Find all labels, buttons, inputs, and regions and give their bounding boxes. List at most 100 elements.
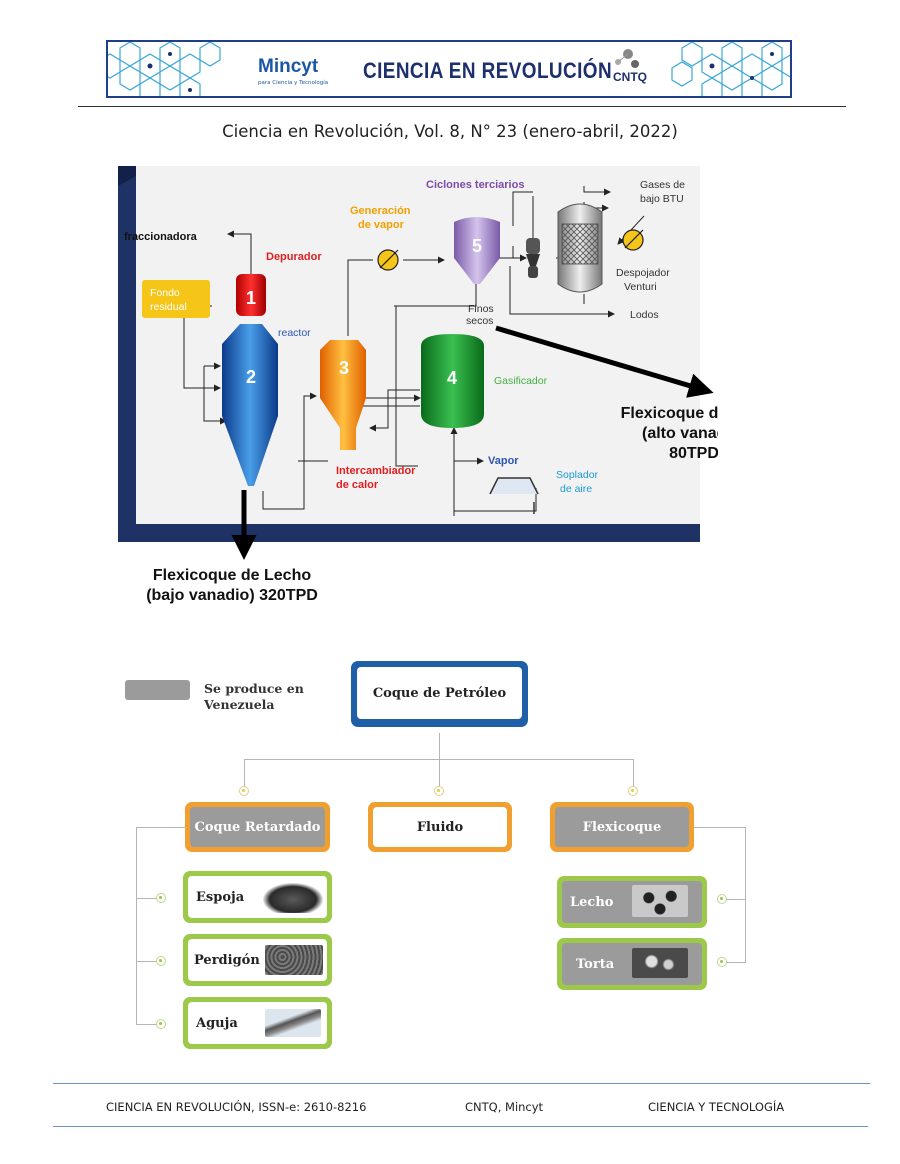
- small-cyclone-icon: [526, 238, 540, 278]
- label-depurador: Depurador: [266, 251, 322, 263]
- fondo-residual-box: Fondo residual: [142, 280, 210, 318]
- tree-connector: [136, 898, 158, 899]
- connector-dot: [156, 956, 166, 966]
- vessel-4-gasificador: 4: [421, 334, 484, 428]
- label-soplador-2: de aire: [560, 483, 592, 495]
- label-generacion-vapor-2: de vapor: [358, 219, 405, 231]
- leaf-torta: Torta: [557, 938, 707, 990]
- label-lodos: Lodos: [630, 309, 659, 321]
- root-node: Coque de Petróleo: [351, 661, 528, 727]
- header-divider: [78, 106, 846, 107]
- label-intercambiador-1: Intercambiador: [336, 465, 416, 477]
- branch-flexicoque-label: Flexicoque: [582, 819, 662, 835]
- legend-swatch: [125, 680, 190, 700]
- svg-text:residual: residual: [150, 301, 187, 313]
- legend-text-1: Se produce en: [204, 681, 304, 696]
- label-soplador-1: Soplador: [556, 469, 599, 481]
- connector-dot: [717, 894, 727, 904]
- espoja-coke-photo: [263, 883, 323, 913]
- branch-fluido: Fluido: [368, 802, 512, 852]
- label-ciclones-terciarios: Ciclones terciarios: [426, 179, 524, 191]
- root-node-label: Coque de Petróleo: [372, 685, 507, 701]
- tree-connector: [726, 899, 746, 900]
- leaf-perdigon-label: Perdigón: [194, 952, 260, 968]
- connector-dot: [156, 1019, 166, 1029]
- svg-text:2: 2: [246, 367, 256, 387]
- vessel-3-intercambiador: 3: [320, 340, 366, 450]
- tree-connector: [244, 759, 634, 760]
- hexagon-pattern-decoration: [108, 42, 790, 96]
- svg-text:5: 5: [472, 236, 482, 256]
- label-generacion-vapor-1: Generación: [350, 205, 411, 217]
- footer-top-rule: [53, 1083, 870, 1084]
- torta-output-arrow: [495, 325, 714, 398]
- diagram-frame: [118, 166, 700, 542]
- leaf-torta-label: Torta: [576, 956, 615, 972]
- branch-flexicoque: Flexicoque: [550, 802, 694, 852]
- leaf-lecho-label: Lecho: [570, 894, 614, 910]
- journal-banner: Mincyt para Ciencia y Tecnología CIENCIA…: [106, 40, 792, 98]
- connector-dot: [628, 786, 638, 796]
- leaf-espoja-label: Espoja: [196, 889, 245, 905]
- label-finos-1: Finos: [468, 303, 494, 315]
- footer-bottom-rule: [53, 1126, 868, 1127]
- vessel-1-depurador: 1: [236, 274, 266, 316]
- svg-text:Fondo: Fondo: [150, 287, 180, 299]
- lecho-coke-photo: [632, 885, 688, 917]
- connector-dot: [156, 893, 166, 903]
- tree-connector: [136, 827, 137, 1024]
- flexicoking-process-diagram: 1 2 3 4 5 Fondo: [118, 166, 718, 604]
- torta-label-3: 80TPD: [669, 445, 718, 462]
- mincyt-logo-subtitle: para Ciencia y Tecnología: [258, 80, 329, 86]
- svg-text:3: 3: [339, 358, 349, 378]
- torta-coke-photo: [632, 948, 688, 978]
- leaf-perdigon: Perdigón: [183, 934, 332, 986]
- label-fraccionadora: fraccionadora: [124, 231, 198, 243]
- footer-center: CNTQ, Mincyt: [465, 1100, 544, 1114]
- tree-connector: [745, 827, 746, 963]
- svg-text:1: 1: [246, 288, 256, 308]
- connector-dot: [239, 786, 249, 796]
- label-vapor: Vapor: [488, 455, 519, 467]
- blower-icon: [489, 477, 539, 514]
- label-despojador-2: Venturi: [624, 281, 657, 293]
- valve-icon: [377, 229, 644, 271]
- tree-connector: [694, 827, 746, 828]
- citation-line: Ciencia en Revolución, Vol. 8, N° 23 (en…: [222, 122, 678, 141]
- footer-left: CIENCIA EN REVOLUCIÓN, ISSN-e: 2610-8216: [106, 1100, 367, 1114]
- leaf-lecho: Lecho: [557, 876, 707, 928]
- leaf-espoja: Espoja: [183, 871, 332, 923]
- lecho-label-1: Flexicoque de Lecho: [153, 567, 311, 584]
- tree-connector: [136, 827, 186, 828]
- label-finos-2: secos: [466, 315, 493, 327]
- perdigon-coke-photo: [265, 945, 323, 975]
- tree-connector: [439, 759, 440, 786]
- svg-text:4: 4: [447, 368, 457, 388]
- tree-connector: [726, 962, 746, 963]
- leaf-aguja: Aguja: [183, 997, 332, 1049]
- label-reactor: reactor: [278, 327, 311, 339]
- tree-connector: [136, 961, 158, 962]
- aguja-coke-photo: [265, 1009, 321, 1037]
- branch-fluido-label: Fluido: [416, 819, 464, 835]
- tree-connector: [439, 733, 440, 759]
- torta-label-1: Flexicoque de torta: [621, 405, 718, 422]
- label-gasificador: Gasificador: [494, 375, 548, 387]
- branch-coque-retardado-label: Coque Retardado: [194, 819, 321, 835]
- tree-connector: [244, 759, 245, 786]
- tree-connector: [633, 759, 634, 786]
- mincyt-logo: Mincyt: [258, 56, 319, 77]
- tree-connector: [136, 1024, 158, 1025]
- torta-label-2: (alto vanadio): [642, 425, 718, 442]
- branch-coque-retardado: Coque Retardado: [185, 802, 330, 852]
- vessel-5-ciclon: 5: [454, 217, 500, 284]
- cntq-molecule-icon: [615, 49, 639, 68]
- label-gases-2: bajo BTU: [640, 193, 684, 205]
- connector-dot: [717, 957, 727, 967]
- label-despojador-1: Despojador: [616, 267, 670, 279]
- cntq-logo: CNTQ: [613, 70, 647, 84]
- vessel-2-reactor: 2: [222, 324, 278, 486]
- lecho-label-2: (bajo vanadio) 320TPD: [146, 587, 318, 604]
- leaf-aguja-label: Aguja: [196, 1015, 238, 1031]
- footer-right: CIENCIA Y TECNOLOGÍA: [648, 1100, 785, 1114]
